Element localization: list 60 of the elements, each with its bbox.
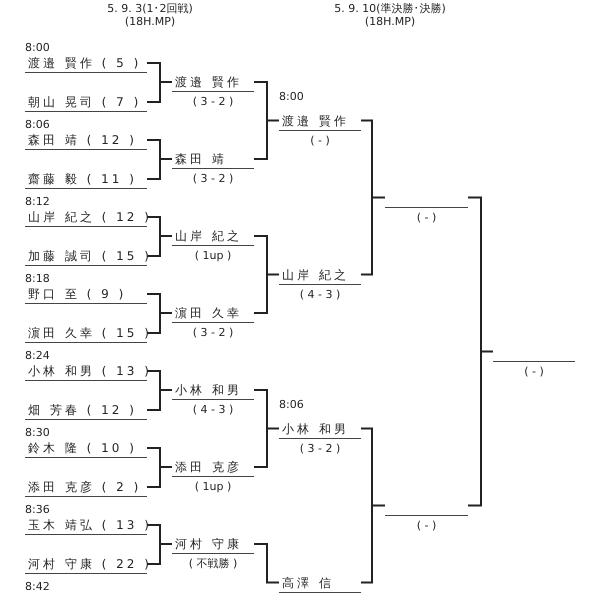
player-name: 濵田 久幸 [174, 305, 243, 322]
player-name: 山岸 紀之 [281, 266, 350, 284]
bracket-line [361, 196, 385, 276]
bracket-line [147, 235, 172, 257]
bracket-line [147, 543, 172, 565]
bracket-line [468, 350, 493, 506]
match-score: ( 4 - 3 ) [192, 402, 234, 418]
match-score: ( 3 - 2 ) [298, 440, 342, 456]
start-time: 8:06 [25, 118, 51, 131]
format-note: (18H.MP) [364, 15, 416, 28]
start-time: 8:00 [279, 90, 304, 104]
bracket-line [147, 389, 172, 411]
match-score: ( - ) [416, 210, 438, 226]
player-name: 鈴木 隆 ( 10 ) [27, 440, 138, 457]
match-score: ( 3 - 2 ) [192, 325, 234, 341]
player-name: 添田 克彦 ( 2 ) [27, 479, 142, 496]
player-name: 森田 靖 [174, 151, 228, 168]
start-time: 8:30 [25, 426, 51, 439]
start-time: 8:18 [25, 272, 51, 285]
start-time: 8:42 [25, 580, 51, 593]
bracket-line [147, 158, 172, 180]
match-score: ( - ) [523, 364, 545, 380]
player-name: 渡邉 賢作 [281, 112, 350, 130]
player-name: 添田 克彦 [174, 459, 243, 476]
match-score: ( 1up ) [194, 479, 232, 495]
player-name: 野口 至 ( 9 ) [27, 286, 128, 303]
format-note: (18H.MP) [124, 15, 176, 28]
player-name: 河村 守康 [174, 536, 243, 553]
player-name: 小林 和男 [174, 382, 243, 399]
player-name: 齋藤 毅 ( 11 ) [27, 171, 138, 188]
match-score: ( 3 - 2 ) [192, 171, 234, 187]
bracket-line [147, 81, 172, 103]
round-heading: 5. 9. 3(1･2回戦) [106, 2, 194, 15]
player-name: 朝山 晃司 ( 7 ) [27, 94, 142, 111]
bracket-line [147, 466, 172, 488]
match-score: ( 不戦勝 ) [188, 556, 238, 572]
player-name: 高澤 信 [281, 574, 335, 592]
round-heading: 5. 9. 10(準決勝･決勝) [333, 2, 447, 15]
bracket-line [254, 274, 279, 314]
start-time: 8:00 [25, 41, 51, 54]
match-score: ( 1up ) [194, 248, 232, 264]
match-score: ( 4 - 3 ) [298, 286, 342, 302]
bracket-line [361, 504, 385, 584]
player-name: 山岸 紀之 [174, 228, 243, 245]
match-score: ( - ) [309, 132, 331, 148]
player-name: 畑 芳春 ( 12 ) [27, 402, 138, 419]
player-name: 小林 和男 [281, 420, 350, 438]
start-time: 8:06 [279, 398, 304, 412]
bracket-line [254, 543, 279, 584]
start-time: 8:12 [25, 195, 51, 208]
bracket-line [254, 428, 279, 468]
bracket-line [254, 120, 279, 160]
bracket-line [147, 312, 172, 334]
match-score: ( 3 - 2 ) [192, 94, 234, 110]
player-name: 森田 靖 ( 12 ) [27, 132, 138, 149]
player-name: 渡邉 賢作 ( 5 ) [27, 55, 142, 72]
start-time: 8:36 [25, 503, 51, 516]
start-time: 8:24 [25, 349, 51, 362]
player-name: 渡邉 賢作 [174, 74, 243, 91]
match-score: ( - ) [416, 518, 438, 534]
